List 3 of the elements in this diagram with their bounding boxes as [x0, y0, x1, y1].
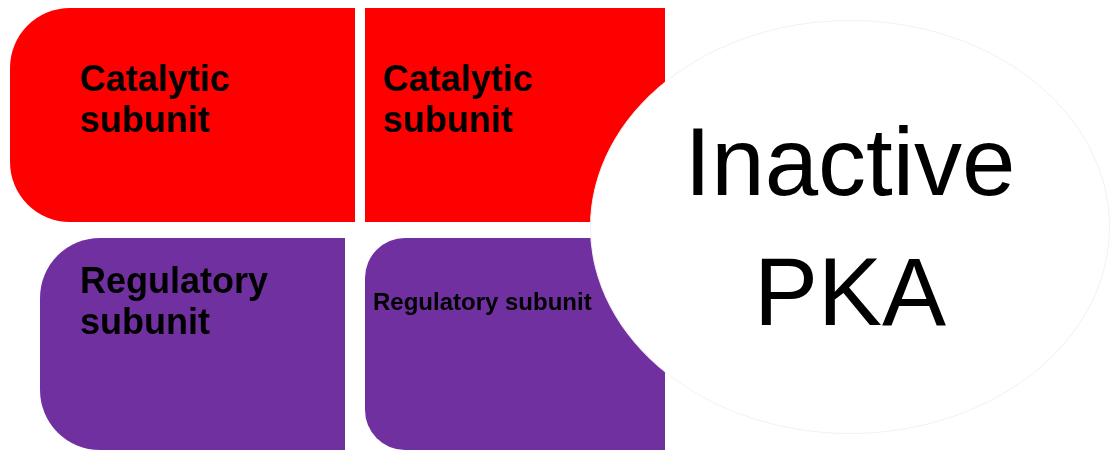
subunit-block: Catalytic subunit	[10, 8, 355, 222]
subunit-block: Regulatory subunit	[40, 238, 345, 450]
subunit-block: Regulatory subunit	[365, 238, 665, 450]
